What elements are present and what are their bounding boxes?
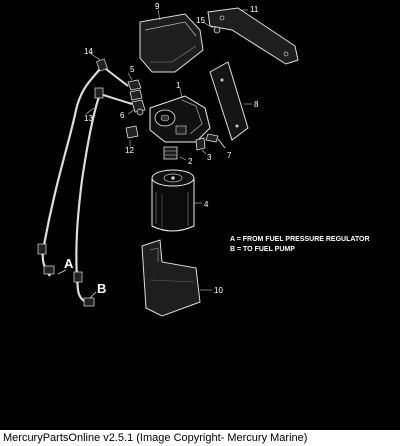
- callout-9: 9: [155, 2, 160, 11]
- part-3-bolt[interactable]: [195, 137, 206, 151]
- exploded-parts-diagram: 9 11 15 8 1 5 6: [37, 2, 370, 317]
- part-1-filter-head[interactable]: [149, 95, 211, 143]
- callout-11: 11: [250, 5, 259, 14]
- part-8-gasket-plate[interactable]: [209, 61, 249, 141]
- callout-7: 7: [227, 151, 232, 160]
- legend-item-b: B = TO FUEL PUMP: [230, 246, 295, 253]
- callout-1: 1: [176, 81, 181, 90]
- part-2-adapter[interactable]: [163, 146, 178, 160]
- callout-13: 13: [84, 114, 93, 123]
- callout-2: 2: [188, 157, 193, 166]
- part-15-nut[interactable]: [213, 26, 221, 34]
- callout-15: 15: [196, 16, 205, 25]
- part-4-fuel-filter[interactable]: [151, 169, 195, 232]
- legend-item-a: A = FROM FUEL PRESSURE REGULATOR: [230, 236, 370, 243]
- callout-5: 5: [130, 65, 135, 74]
- hose-label-b: B: [97, 281, 106, 296]
- part-11-mounting-bracket[interactable]: [207, 7, 299, 65]
- part-14-fuel-hose[interactable]: [37, 58, 129, 277]
- callout-12: 12: [125, 146, 134, 155]
- callout-8: 8: [254, 100, 259, 109]
- part-9-filter-cover[interactable]: [139, 13, 204, 73]
- part-13-fuel-hose[interactable]: [73, 87, 133, 307]
- part-10-lower-shield[interactable]: [141, 239, 201, 317]
- callout-10: 10: [214, 286, 223, 295]
- callout-3: 3: [207, 153, 212, 162]
- part-6-fitting[interactable]: [131, 99, 146, 116]
- legend: A = FROM FUEL PRESSURE REGULATOR B = TO …: [230, 236, 370, 253]
- part-7-screw[interactable]: [205, 133, 226, 149]
- callout-4: 4: [204, 200, 209, 209]
- hose-label-a: A: [64, 256, 74, 271]
- part-5-fitting[interactable]: [127, 79, 143, 101]
- copyright-caption: MercuryPartsOnline v2.5.1 (Image Copyrig…: [0, 430, 400, 446]
- callout-14: 14: [84, 47, 93, 56]
- callout-6: 6: [120, 111, 125, 120]
- part-12-fitting[interactable]: [125, 125, 139, 139]
